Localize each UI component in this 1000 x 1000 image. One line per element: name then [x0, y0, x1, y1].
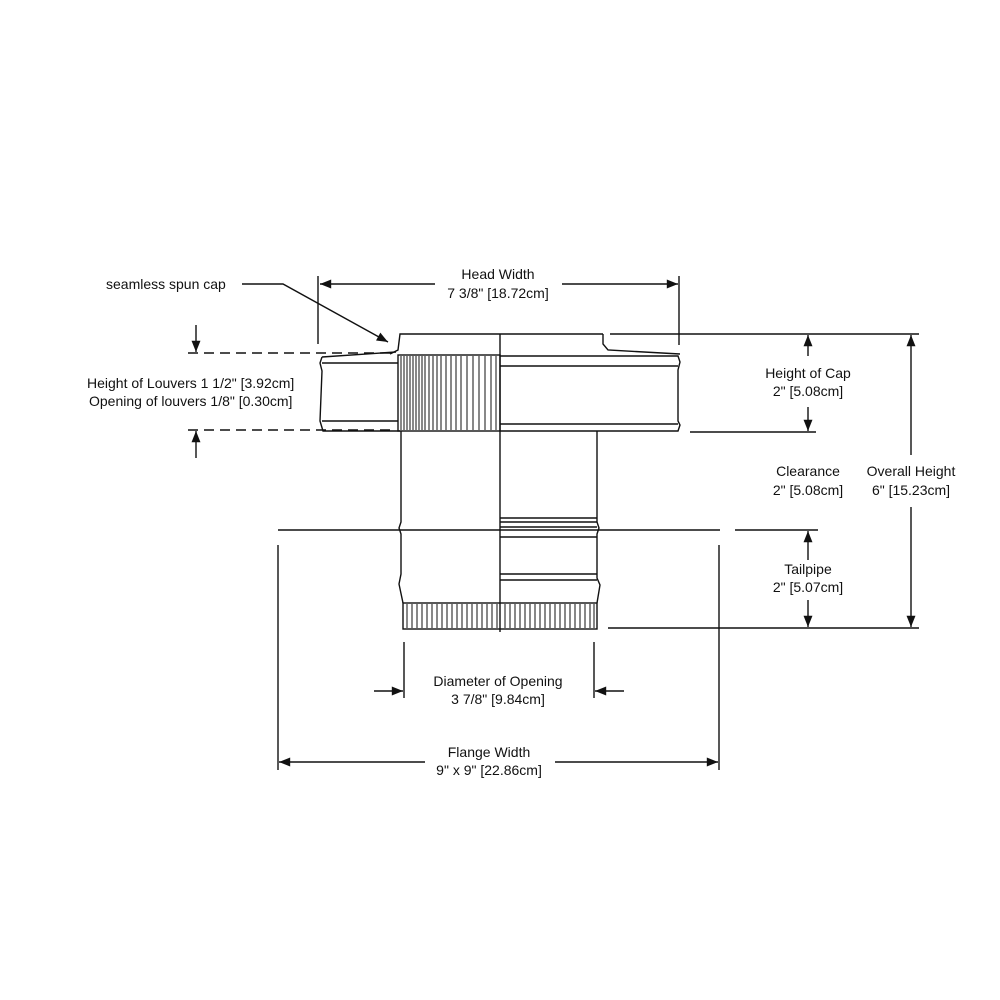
louver-height-text: Height of Louvers 1 1/2" [3.92cm] — [87, 375, 295, 391]
head-width-value: 7 3/8" [18.72cm] — [447, 285, 549, 301]
height-of-cap-label: Height of Cap — [765, 365, 851, 381]
spun-cap-callout: seamless spun cap — [106, 276, 226, 292]
tailpipe-label: Tailpipe — [784, 561, 832, 577]
louver-head — [319, 334, 681, 632]
flange-width-label: Flange Width — [447, 744, 531, 760]
crimp-ribs — [406, 604, 595, 628]
louver-ribs — [400, 356, 497, 430]
louver-opening-text: Opening of louvers 1/8" [0.30cm] — [89, 393, 293, 409]
height-of-cap-value: 2" [5.08cm] — [772, 383, 844, 399]
head-width-label: Head Width — [461, 266, 535, 282]
tailpipe-value: 2" [5.07cm] — [772, 579, 844, 595]
tailpipe-body — [398, 431, 601, 630]
overall-height-label: Overall Height — [866, 463, 956, 479]
cap-top — [389, 333, 681, 355]
diameter-of-opening-label: Diameter of Opening — [433, 673, 563, 689]
flange-width-value: 9" x 9" [22.86cm] — [436, 762, 542, 778]
overall-height-value: 6" [15.23cm] — [871, 482, 951, 498]
clearance-value: 2" [5.08cm] — [772, 482, 844, 498]
clearance-label: Clearance — [776, 463, 840, 479]
diameter-of-opening-value: 3 7/8" [9.84cm] — [451, 691, 545, 707]
